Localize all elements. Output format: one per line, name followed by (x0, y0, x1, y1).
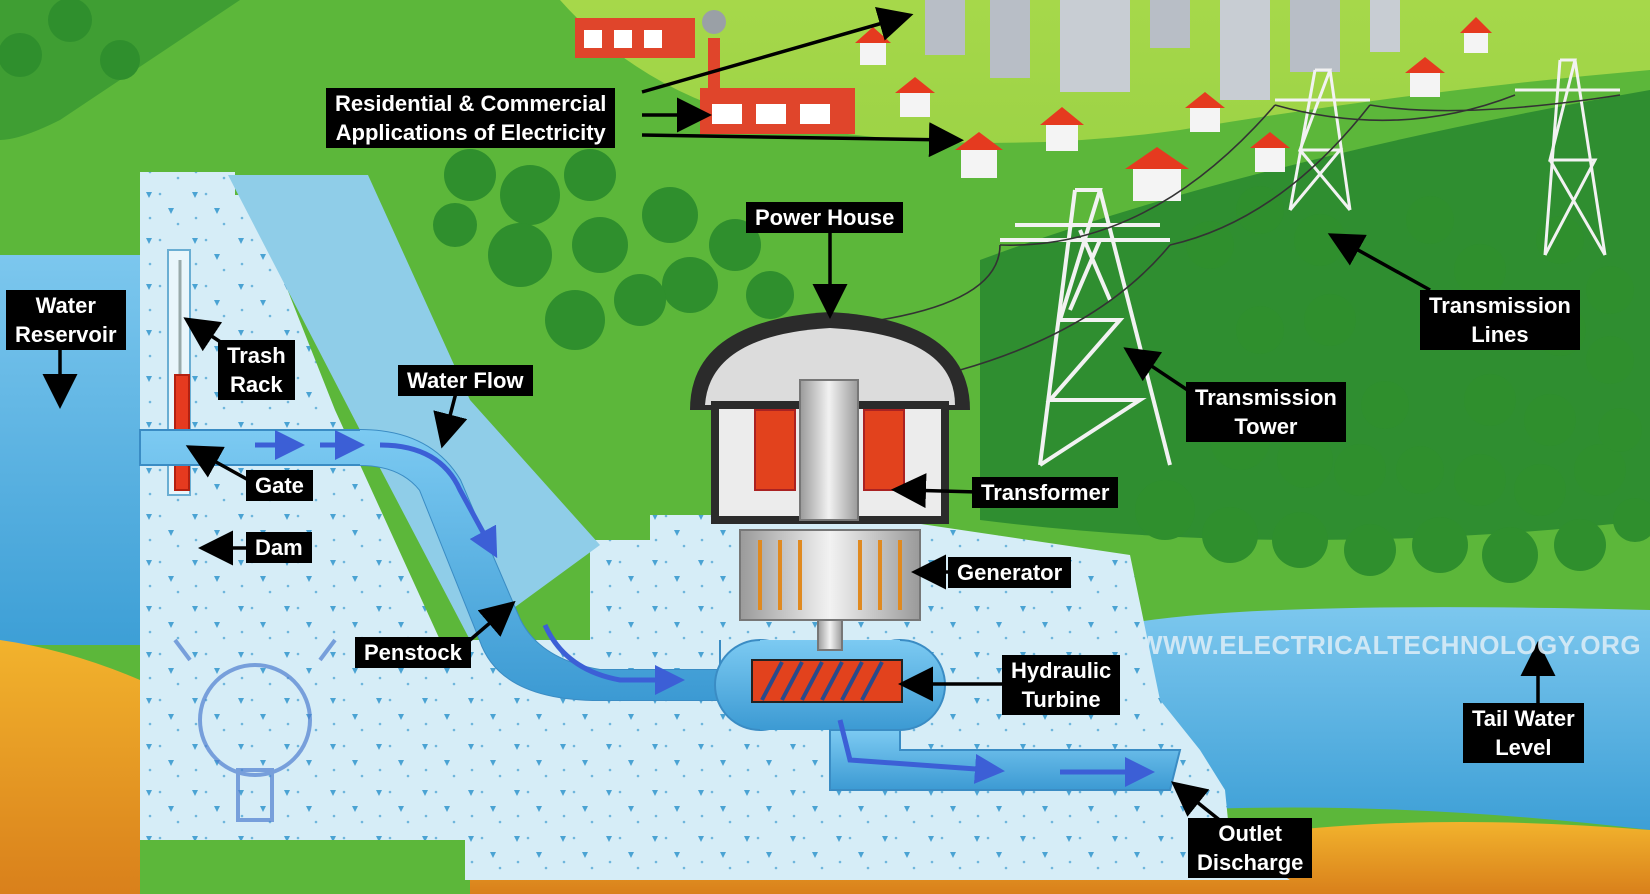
label-residential-commercial: Residential & Commercial Applications of… (326, 88, 616, 148)
label-text: Outlet (1218, 821, 1282, 846)
transmission-tower-back (1515, 58, 1620, 256)
label-outlet-discharge: Outlet Discharge (1188, 818, 1313, 878)
label-transmission-tower: Transmission Tower (1186, 382, 1346, 442)
label-water-reservoir: Water Reservoir (6, 290, 126, 350)
label-text: Discharge (1197, 850, 1304, 875)
label-text: Turbine (1021, 687, 1101, 712)
water-flow-arrows (255, 430, 1155, 787)
label-text: Level (1495, 735, 1552, 760)
label-dam: Dam (246, 532, 312, 563)
label-text: Transmission (1195, 385, 1337, 410)
label-text: Rack (230, 372, 283, 397)
city-buildings (925, 0, 1400, 100)
factory-top (575, 18, 695, 58)
tail-water (1120, 607, 1650, 830)
dam-upstream-face (228, 175, 600, 640)
turbine-shaft (817, 619, 843, 651)
outlet-channel (829, 729, 1182, 791)
label-text: Water (35, 293, 96, 318)
label-hydraulic-turbine: Hydraulic Turbine (1002, 655, 1121, 715)
callout-arrows (42, 6, 1556, 824)
transformer-coil-right (863, 409, 905, 491)
label-text: Residential & Commercial (335, 91, 607, 116)
label-tail-water-level: Tail Water Level (1463, 703, 1584, 763)
label-power-house: Power House (746, 202, 904, 233)
label-penstock: Penstock (355, 637, 471, 668)
hydraulic-turbine-rotor (751, 659, 903, 703)
transmission-lines (879, 94, 1621, 371)
label-gate: Gate (246, 470, 313, 501)
factory-middle (700, 10, 855, 134)
label-text: Tail Water (1472, 706, 1575, 731)
label-text: Lines (1471, 322, 1529, 347)
power-house-roof-inner (705, 328, 955, 405)
label-text: Transmission (1429, 293, 1571, 318)
ground-left (0, 640, 140, 894)
label-transformer: Transformer (972, 477, 1119, 508)
label-text: Reservoir (15, 322, 117, 347)
generator-windings (758, 540, 902, 610)
label-trash-rack: Trash Rack (218, 340, 295, 400)
generator-rotor-core (799, 379, 859, 521)
watermark: WWW.ELECTRICALTECHNOLOGY.ORG (1138, 630, 1642, 660)
generator-body (739, 529, 921, 621)
label-transmission-lines: Transmission Lines (1420, 290, 1580, 350)
label-water-flow: Water Flow (398, 365, 533, 396)
label-text: Trash (227, 343, 286, 368)
lightbulb-icon (173, 638, 337, 822)
transmission-tower-front (1000, 188, 1172, 467)
label-generator: Generator (948, 557, 1072, 588)
transformer-coil-left (754, 409, 796, 491)
label-text: Tower (1234, 414, 1298, 439)
label-text: Applications of Electricity (335, 120, 606, 145)
label-text: Hydraulic (1011, 658, 1112, 683)
